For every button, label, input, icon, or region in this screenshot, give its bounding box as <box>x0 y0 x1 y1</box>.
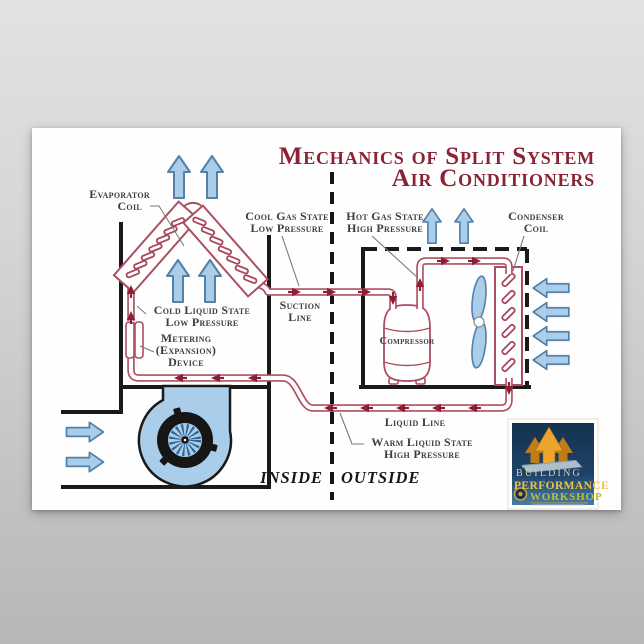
blower-fan <box>137 384 233 488</box>
air-up-arrow <box>166 259 190 303</box>
label-condenser-coil-1: Condenser <box>508 209 564 223</box>
label-hot-gas-1: Hot Gas State <box>346 209 424 223</box>
label-suction-line-1: Suction <box>280 298 321 312</box>
label-evaporator-coil-1: Evaporator <box>89 187 150 201</box>
outdoor-unit-box <box>359 247 531 389</box>
label-condenser-coil-2: Coil <box>524 221 549 235</box>
label-cold-liquid-2: Low Pressure <box>165 315 238 329</box>
bpw-logo-arrows-icon <box>521 426 583 473</box>
compressor <box>383 304 431 385</box>
air-left-arrow <box>532 349 570 371</box>
air-left-arrow <box>532 301 570 323</box>
air-left-arrow <box>532 277 570 299</box>
metering-device <box>125 321 144 359</box>
label-warm-liquid-2: High Pressure <box>384 447 460 461</box>
air-up-arrow <box>422 207 442 245</box>
label-hot-gas-2: High Pressure <box>347 221 423 235</box>
label-liquid-line: Liquid Line <box>385 415 446 429</box>
label-outside: OUTSIDE <box>341 468 420 487</box>
label-suction-line-2: Line <box>288 310 311 324</box>
ac-mechanics-diagram: Mechanics of Split System Air Conditione… <box>61 143 609 510</box>
air-up-arrow <box>167 155 191 199</box>
label-warm-liquid-1: Warm Liquid State <box>371 435 473 449</box>
component-labels: Evaporator Coil Cool Gas State Low Press… <box>89 187 564 487</box>
air-right-arrow <box>65 451 105 473</box>
air-left-arrow <box>532 325 570 347</box>
air-up-arrow <box>198 259 222 303</box>
label-compressor: Compressor <box>380 336 436 347</box>
blower-wheel <box>157 407 218 468</box>
air-up-arrow <box>200 155 224 199</box>
logo-text-workshop: WORKSHOP <box>530 491 602 503</box>
condenser-fan-icon <box>471 275 487 369</box>
label-cool-gas-2: Low Pressure <box>250 221 323 235</box>
ac-mechanics-poster: Mechanics of Split System Air Conditione… <box>32 128 621 510</box>
condenser-coil <box>494 266 523 386</box>
label-inside: INSIDE <box>259 468 323 487</box>
air-up-arrow <box>454 207 474 245</box>
poster-title-line1: Mechanics of Split System <box>279 143 595 170</box>
evaporator-coil <box>112 200 270 298</box>
label-metering-3: Device <box>168 355 204 369</box>
label-metering-2: (Expansion) <box>156 343 216 357</box>
poster-title-line2: Air Conditioners <box>392 165 595 192</box>
label-metering-1: Metering <box>161 331 212 345</box>
label-cool-gas-1: Cool Gas State <box>245 209 328 223</box>
leader-lines <box>136 205 525 445</box>
logo-text-performance: PERFORMANCE <box>514 480 609 492</box>
label-cold-liquid-1: Cold Liquid State <box>154 303 250 317</box>
air-right-arrow <box>65 421 105 443</box>
label-evaporator-coil-2: Coil <box>117 199 142 213</box>
logo-text-building: BUILDING <box>516 468 582 479</box>
bpw-logo: BUILDING PERFORMANCE WORKSHOP <box>507 418 609 510</box>
